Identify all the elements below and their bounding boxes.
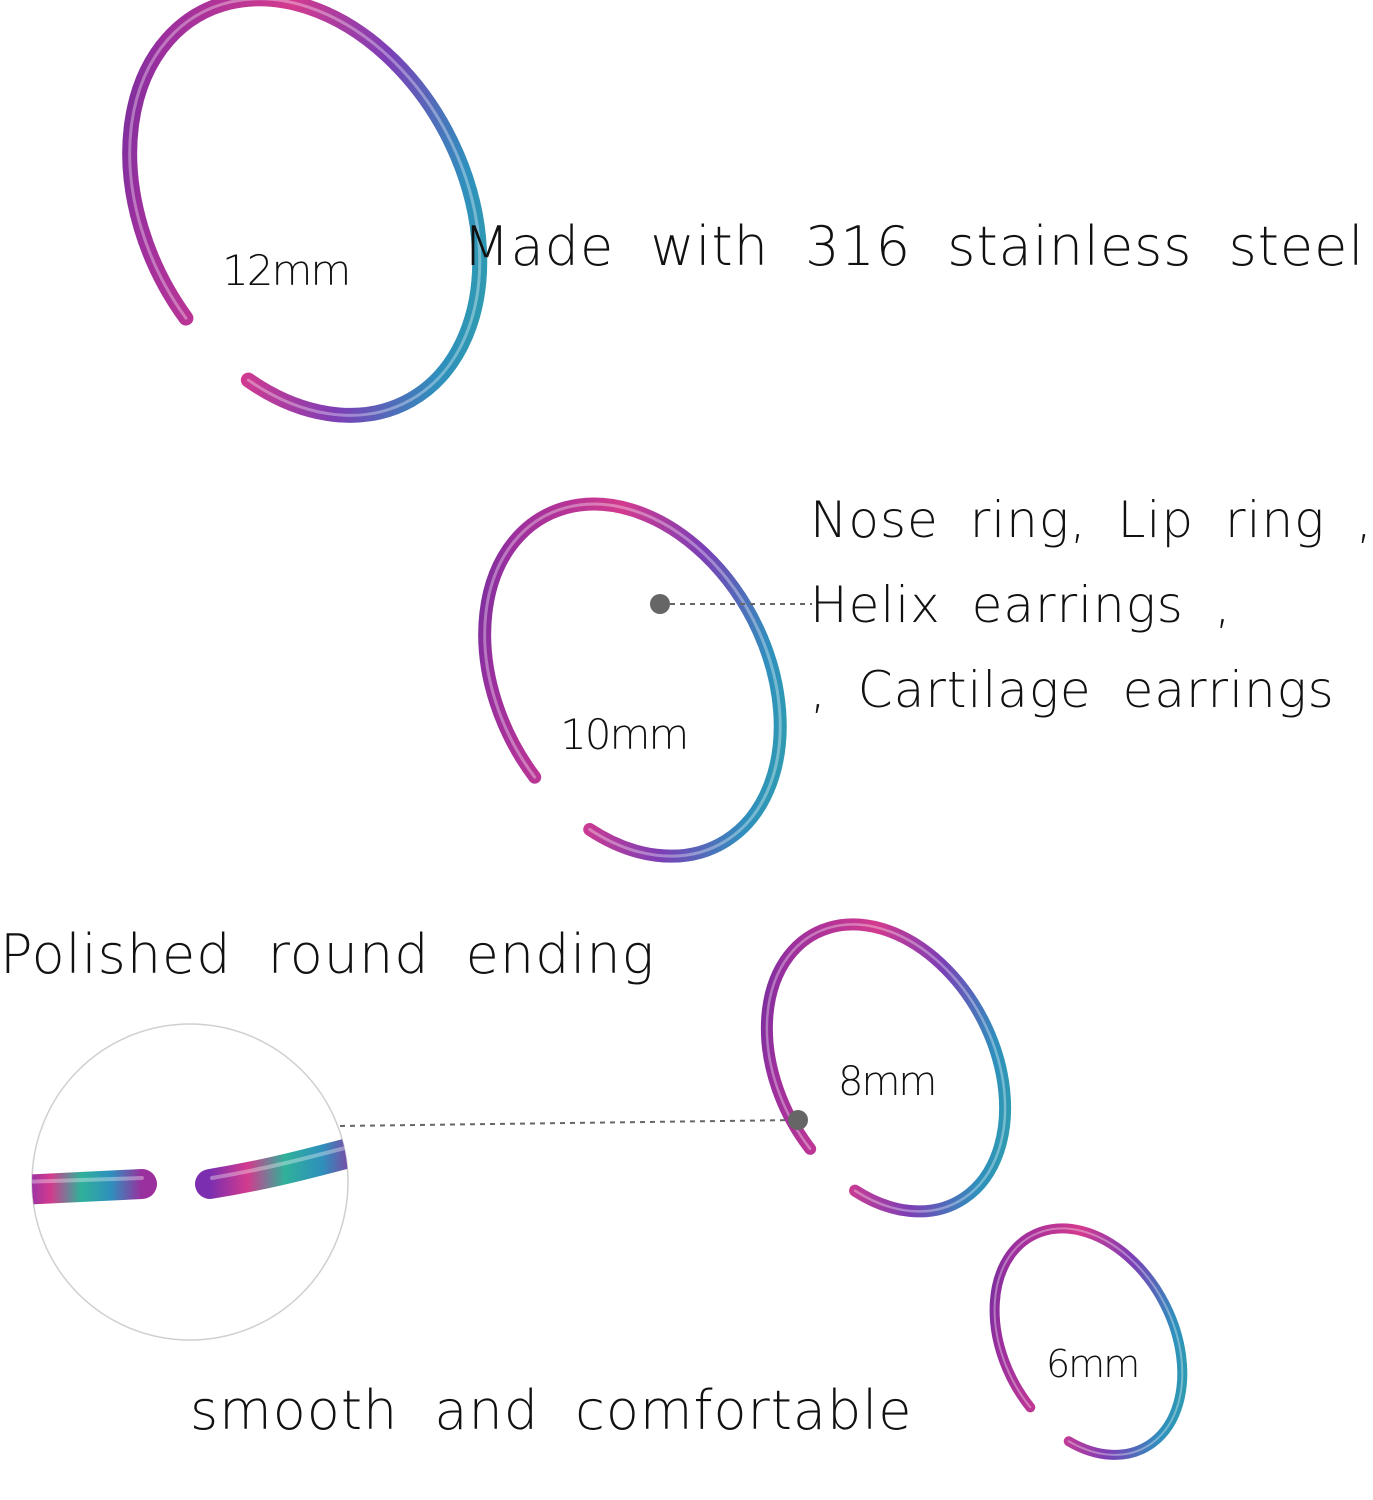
size-label-12mm: 12mm bbox=[222, 246, 351, 295]
size-label-8mm: 8mm bbox=[838, 1059, 937, 1105]
usage-line-1: Nose ring, Lip ring , bbox=[810, 491, 1373, 549]
ring-12mm bbox=[122, 0, 488, 423]
size-label-6mm: 6mm bbox=[1046, 1342, 1140, 1386]
ring-8mm bbox=[760, 918, 1012, 1218]
size-label-10mm: 10mm bbox=[560, 710, 689, 759]
usage-line-2: Helix earrings , bbox=[810, 576, 1232, 634]
product-illustration bbox=[31, 0, 1188, 1460]
headline-material: Made with 316 stainless steel bbox=[463, 215, 1365, 278]
ring-6mm bbox=[989, 1223, 1188, 1460]
zoom-detail-circle bbox=[31, 1023, 349, 1341]
ending-leader-line bbox=[339, 1110, 808, 1130]
usage-leader-line bbox=[650, 594, 812, 614]
headline-ending: Polished round ending bbox=[0, 923, 656, 986]
ring-10mm bbox=[478, 497, 787, 863]
headline-comfort: smooth and comfortable bbox=[190, 1379, 913, 1442]
usage-line-3: , Cartilage earrings bbox=[810, 661, 1335, 719]
